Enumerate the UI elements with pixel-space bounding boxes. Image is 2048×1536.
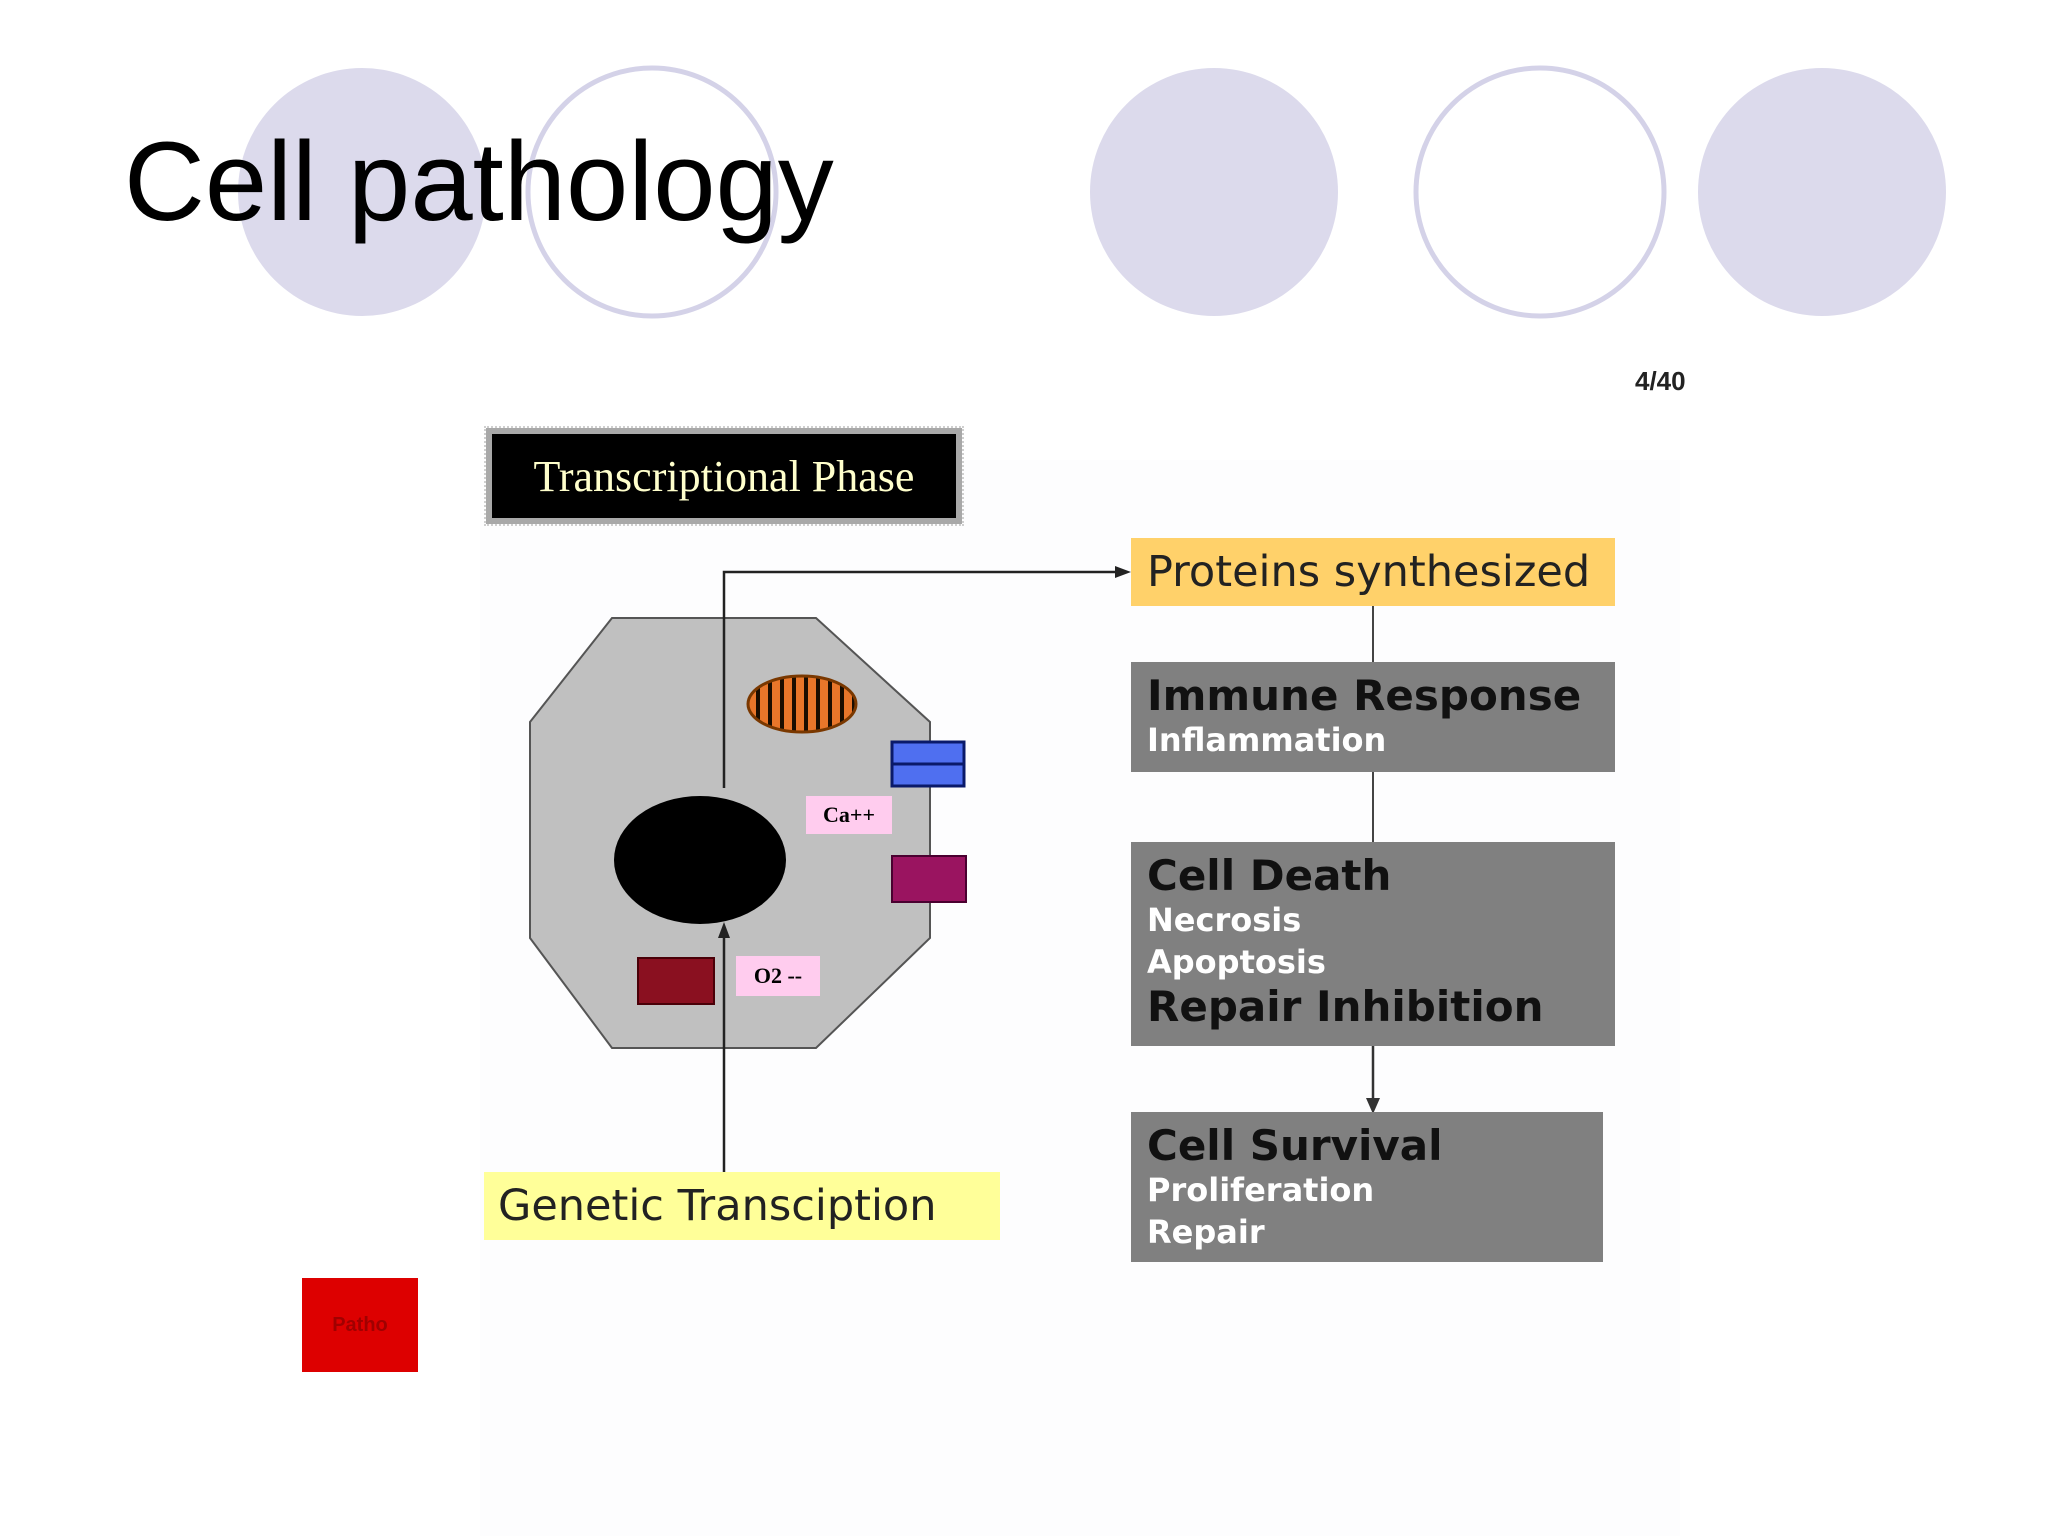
cell-death-box: Cell Death Necrosis Apoptosis Repair Inh…	[1131, 842, 1615, 1046]
arrowhead-proteins	[1115, 566, 1131, 578]
death-title: Cell Death	[1147, 851, 1392, 900]
death-title-repair-inhibition: Repair Inhibition	[1147, 982, 1544, 1032]
death-sub-necrosis: Necrosis	[1147, 901, 1302, 940]
organelle-darkred	[637, 957, 715, 1005]
mitochondrion	[746, 674, 858, 734]
deco-circle-filled-3	[1698, 68, 1946, 316]
deco-circle-outline-2	[1413, 65, 1667, 319]
superoxide-label: O2 --	[736, 956, 820, 996]
nucleus	[614, 796, 786, 924]
survival-sub-repair: Repair	[1147, 1212, 1265, 1251]
survival-title: Cell Survival	[1147, 1121, 1443, 1170]
survival-sub-proliferation: Proliferation	[1147, 1171, 1375, 1210]
immune-sub: Inflammation	[1147, 721, 1387, 760]
genetic-label: Genetic Transciption	[498, 1181, 937, 1231]
arrowhead-nucleus	[718, 922, 730, 938]
slide-title: Cell pathology	[124, 119, 834, 244]
patho-button[interactable]: Patho	[302, 1278, 418, 1372]
deco-circle-filled-2	[1090, 68, 1338, 316]
immune-response-box: Immune Response Inflammation	[1131, 662, 1615, 772]
arrowhead-survival	[1366, 1098, 1380, 1114]
calcium-label: Ca++	[806, 796, 892, 834]
genetic-box: Genetic Transciption	[484, 1172, 1000, 1240]
cell-survival-box: Cell Survival Proliferation Repair	[1131, 1112, 1603, 1262]
membrane-receptor-purple	[891, 855, 967, 903]
deco-circle-filled-1	[238, 68, 486, 316]
arrow-nucleus-to-proteins	[722, 570, 1120, 788]
page-number: 4/40	[1635, 366, 1686, 396]
patho-label: Patho	[332, 1313, 388, 1336]
proteins-label: Proteins synthesized	[1147, 547, 1591, 597]
immune-title: Immune Response	[1147, 671, 1582, 720]
phase-label-box: Transcriptional Phase	[484, 426, 964, 526]
death-sub-apoptosis: Apoptosis	[1147, 942, 1326, 981]
deco-circle-outline-1	[525, 65, 779, 319]
proteins-box: Proteins synthesized	[1131, 538, 1615, 606]
phase-label: Transcriptional Phase	[533, 451, 915, 501]
